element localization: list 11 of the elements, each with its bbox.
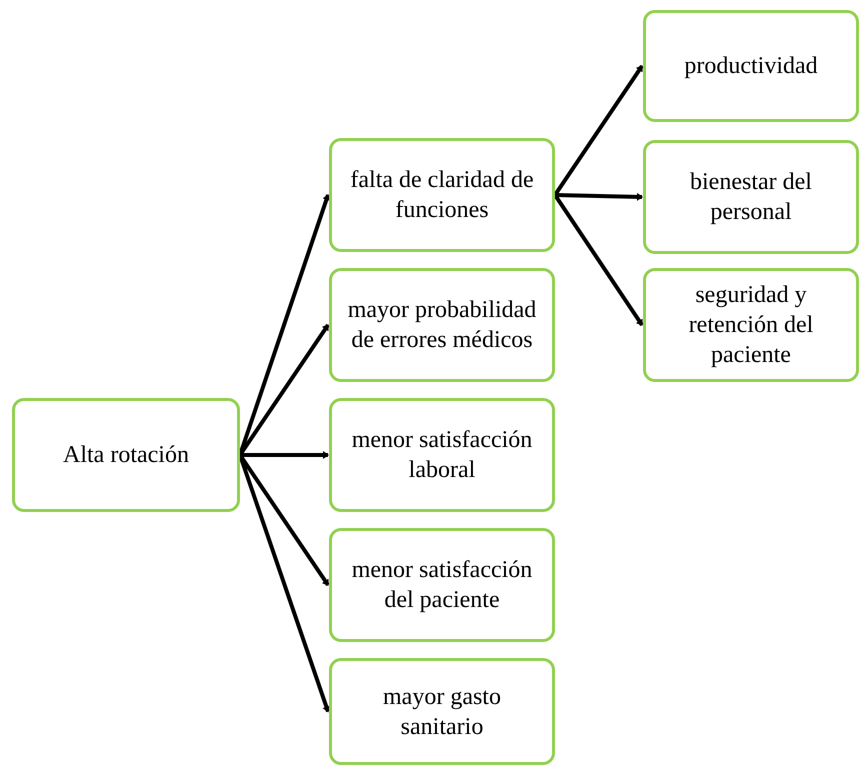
arrow (554, 192, 643, 201)
process-box: Alta rotación (12, 398, 240, 512)
process-box: mayor gasto sanitario (329, 658, 555, 765)
process-box: productividad (643, 10, 859, 122)
process-box: falta de claridad de funciones (329, 138, 555, 252)
arrow (240, 451, 329, 459)
process-box: seguridad y retención del paciente (643, 268, 859, 382)
process-box: mayor probabilidad de errores médicos (329, 268, 555, 382)
process-box: bienestar del personal (643, 140, 859, 254)
process-box: menor satisfacción laboral (329, 398, 555, 512)
process-box: menor satisfacción del paciente (329, 528, 555, 642)
